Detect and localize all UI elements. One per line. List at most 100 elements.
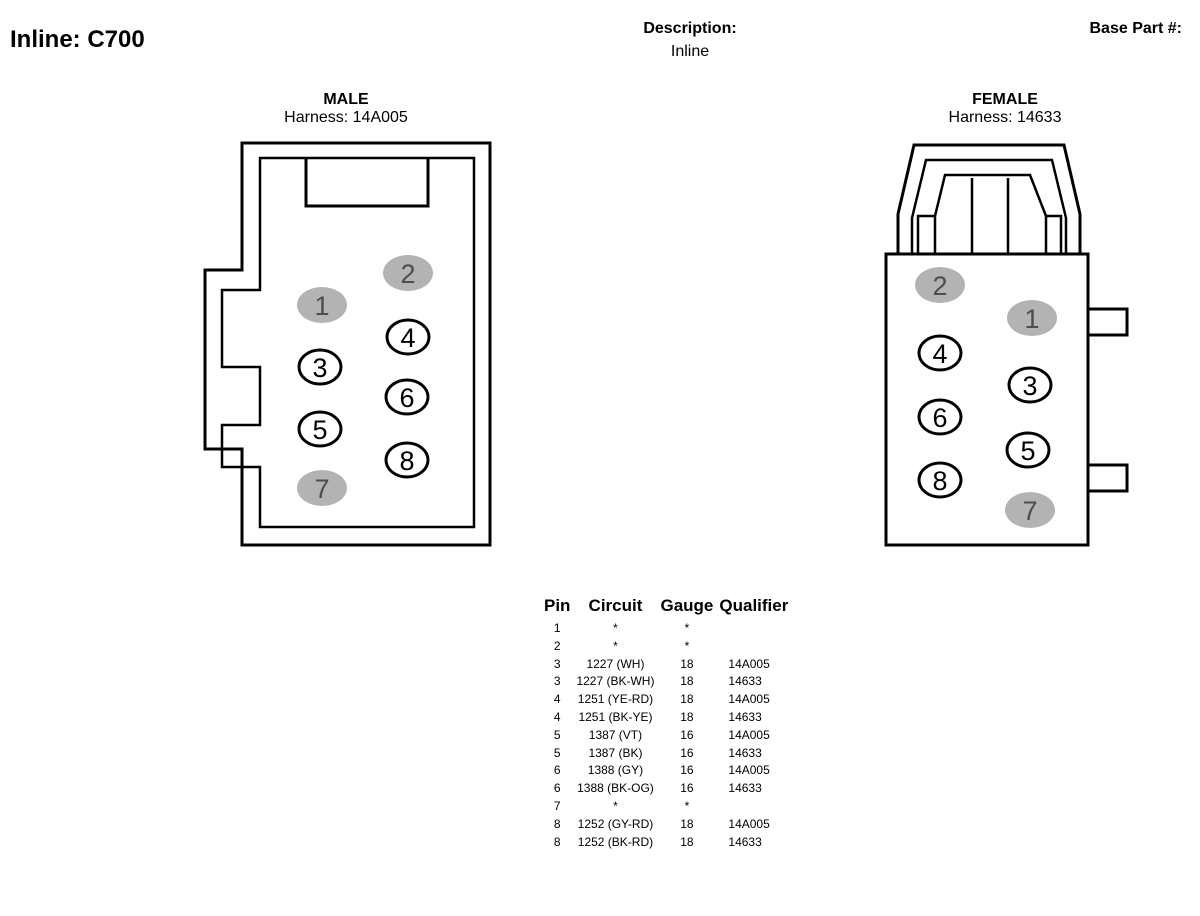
female-pin-3: 3 bbox=[1007, 366, 1053, 404]
female-pin-6-circle bbox=[917, 398, 963, 436]
qualifier-cell: 14A005 bbox=[728, 763, 770, 778]
male-pin-3: 3 bbox=[297, 348, 343, 386]
male-pin-7-circle bbox=[297, 470, 347, 506]
male-pin-2-circle bbox=[383, 255, 433, 291]
circuit-cell: 1388 (GY) bbox=[587, 763, 644, 778]
male-harness-label: Harness: 14A005 bbox=[284, 109, 408, 126]
circuit-cell: 1227 (WH) bbox=[586, 656, 645, 671]
gauge-cell: 18 bbox=[680, 709, 694, 724]
circuit-cell: * bbox=[613, 798, 618, 813]
female-pin-6-label: 6 bbox=[932, 403, 947, 433]
circuit-cell: 1251 (YE-RD) bbox=[577, 692, 654, 707]
qualifier-cell bbox=[716, 620, 791, 638]
female-pin-7: 7 bbox=[1005, 492, 1055, 528]
female-pin-2-label: 2 bbox=[932, 271, 947, 301]
female-pin-3-circle bbox=[1007, 366, 1053, 404]
page-title: Inline: C700 bbox=[10, 26, 145, 53]
female-pin-3-label: 3 bbox=[1022, 371, 1037, 401]
female-pin-7-circle bbox=[1005, 492, 1055, 528]
circuit-cell: * bbox=[613, 638, 618, 653]
female-pin-8: 8 bbox=[917, 461, 963, 499]
male-pin-5-label: 5 bbox=[312, 415, 327, 445]
female-gender-label: FEMALE bbox=[972, 91, 1038, 108]
male-pin-8-label: 8 bbox=[399, 446, 414, 476]
circuit-cell: 1251 (BK-YE) bbox=[578, 709, 653, 724]
male-pin-7: 7 bbox=[297, 470, 347, 506]
male-pin-4-circle bbox=[385, 318, 431, 356]
gauge-cell: 18 bbox=[680, 674, 694, 689]
female-connector-body bbox=[884, 143, 1129, 547]
female-pin-2-circle bbox=[915, 267, 965, 303]
qualifier-cell: 14633 bbox=[728, 834, 762, 849]
circuit-cell: 1387 (BK) bbox=[588, 745, 643, 760]
pin-cell: 6 bbox=[553, 763, 561, 778]
female-pin-8-label: 8 bbox=[932, 466, 947, 496]
gauge-cell: * bbox=[684, 638, 690, 653]
circuit-cell: 1252 (BK-RD) bbox=[577, 834, 654, 849]
table-row: 4 1251 (BK-YE) 18 14633 bbox=[541, 709, 791, 727]
female-pin-group: 1 2 3 4 5 6 7 8 bbox=[915, 267, 1057, 528]
female-pin-1-label: 1 bbox=[1024, 304, 1039, 334]
female-pin-1: 1 bbox=[1007, 300, 1057, 336]
gauge-cell: * bbox=[684, 621, 690, 635]
header-gauge: Gauge bbox=[660, 596, 714, 615]
male-pin-5: 5 bbox=[297, 410, 343, 448]
gauge-cell: 18 bbox=[680, 834, 694, 849]
description-label: Description: bbox=[643, 20, 737, 37]
qualifier-cell: 14633 bbox=[728, 709, 762, 724]
qualifier-cell bbox=[716, 638, 791, 656]
qualifier-cell: 14A005 bbox=[728, 727, 770, 742]
pin-cell: 1 bbox=[553, 621, 561, 635]
female-pin-1-circle bbox=[1007, 300, 1057, 336]
female-harness-label: Harness: 14633 bbox=[948, 109, 1062, 126]
gauge-cell: 18 bbox=[680, 692, 694, 707]
gauge-cell: 16 bbox=[680, 745, 694, 760]
male-connector-heading: MALE Harness: 14A005 bbox=[196, 91, 496, 127]
pin-cell: 8 bbox=[553, 834, 561, 849]
circuit-cell: * bbox=[613, 621, 618, 635]
table-row: 2 * * bbox=[541, 638, 791, 656]
male-pin-2-label: 2 bbox=[400, 259, 415, 289]
qualifier-cell: 14A005 bbox=[728, 816, 770, 831]
header-pin: Pin bbox=[544, 596, 571, 615]
pin-cell: 2 bbox=[553, 638, 561, 653]
male-pin-1-circle bbox=[297, 287, 347, 323]
male-gender-label: MALE bbox=[323, 91, 369, 108]
female-pin-4: 4 bbox=[917, 334, 963, 372]
male-pin-3-circle bbox=[297, 348, 343, 386]
male-pin-5-circle bbox=[297, 410, 343, 448]
pin-cell: 4 bbox=[553, 709, 561, 724]
male-pin-8-circle bbox=[384, 441, 430, 479]
male-pin-2: 2 bbox=[383, 255, 433, 291]
gauge-cell: 18 bbox=[680, 656, 694, 671]
gauge-cell: 16 bbox=[680, 727, 694, 742]
qualifier-cell: 14633 bbox=[728, 781, 762, 796]
base-part-label: Base Part #: bbox=[1089, 20, 1183, 37]
pin-table-header-row: Pin Circuit Gauge Qualifier bbox=[541, 596, 791, 620]
female-pin-5: 5 bbox=[1005, 431, 1051, 469]
female-pin-2: 2 bbox=[915, 267, 965, 303]
female-pin-4-label: 4 bbox=[932, 339, 947, 369]
male-pin-4-label: 4 bbox=[400, 323, 415, 353]
description-block: Description: Inline bbox=[560, 20, 820, 61]
pin-cell: 5 bbox=[553, 745, 561, 760]
male-pin-6-label: 6 bbox=[399, 383, 414, 413]
male-pin-group: 1 2 3 4 5 6 7 8 bbox=[297, 255, 433, 506]
male-pin-6-circle bbox=[384, 378, 430, 416]
female-connector-heading: FEMALE Harness: 14633 bbox=[855, 91, 1155, 127]
circuit-cell: 1227 (BK-WH) bbox=[576, 674, 655, 689]
female-pin-5-label: 5 bbox=[1020, 436, 1035, 466]
male-pin-3-label: 3 bbox=[312, 353, 327, 383]
header-qualifier: Qualifier bbox=[719, 596, 789, 615]
qualifier-cell bbox=[716, 798, 791, 816]
female-pin-5-circle bbox=[1005, 431, 1051, 469]
male-pin-1: 1 bbox=[297, 287, 347, 323]
